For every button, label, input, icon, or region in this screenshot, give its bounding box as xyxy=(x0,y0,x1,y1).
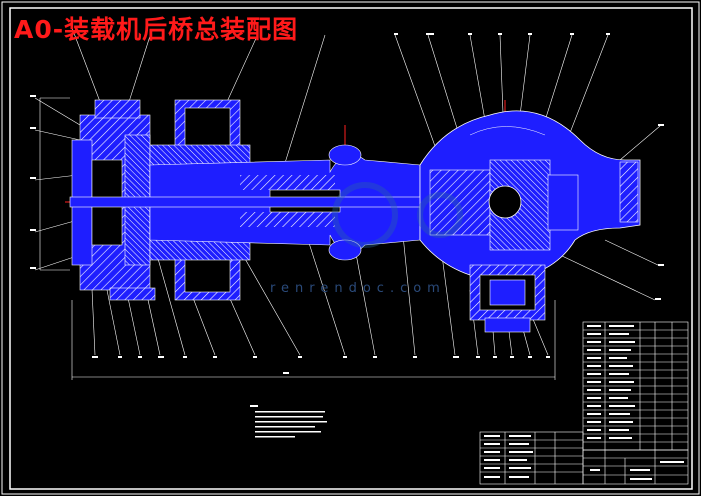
part-number-marks xyxy=(30,33,664,374)
pinion-assembly xyxy=(469,264,546,333)
differential-housing xyxy=(419,110,641,276)
dimension-lines xyxy=(39,97,556,380)
technical-notes xyxy=(250,405,327,438)
title-block xyxy=(582,449,689,485)
table-text-marks xyxy=(484,325,684,480)
watermark-text: renrendoc.com xyxy=(270,281,446,296)
inner-frame xyxy=(9,7,693,490)
watermark-logo xyxy=(332,182,463,248)
drawing-title: A0-装载机后桥总装配图 xyxy=(14,15,299,44)
